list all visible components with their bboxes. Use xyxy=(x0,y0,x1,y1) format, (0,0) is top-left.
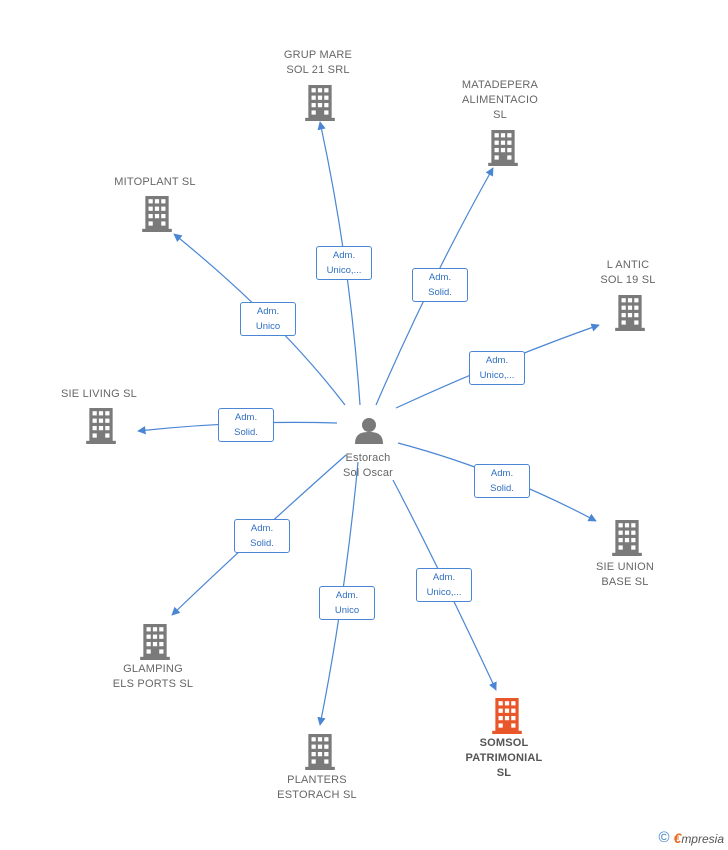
company-label-somsol[interactable]: SOMSOL PATRIMONIAL SL xyxy=(465,737,543,779)
building-icon-glamping[interactable] xyxy=(140,624,170,660)
role-badge-sie-union[interactable]: Adm. Solid. xyxy=(474,464,530,498)
company-label-sie-living[interactable]: SIE LIVING SL xyxy=(61,388,137,400)
company-label-sie-union[interactable]: SIE UNION BASE SL xyxy=(595,561,655,588)
footer-credit: © €mpresia xyxy=(658,829,724,846)
building-icon-sie-union[interactable] xyxy=(612,520,642,556)
role-badge-glamping[interactable]: Adm. Solid. xyxy=(234,519,290,553)
role-badge-somsol[interactable]: Adm. Unico,... xyxy=(416,568,472,602)
role-badge-matadepera[interactable]: Adm. Solid. xyxy=(412,268,468,302)
company-label-glamping[interactable]: GLAMPING ELS PORTS SL xyxy=(112,663,194,690)
building-icon-mitoplant[interactable] xyxy=(142,196,172,232)
role-badge-grup-mare[interactable]: Adm. Unico,... xyxy=(316,246,372,280)
role-badge-l-antic[interactable]: Adm. Unico,... xyxy=(469,351,525,385)
role-badge-planters[interactable]: Adm. Unico xyxy=(319,586,375,620)
company-label-l-antic[interactable]: L ANTIC SOL 19 SL xyxy=(600,259,656,286)
role-badge-mitoplant[interactable]: Adm. Unico xyxy=(240,302,296,336)
company-label-matadepera[interactable]: MATADEPERA ALIMENTACIO SL xyxy=(461,79,539,121)
building-icon-somsol[interactable] xyxy=(492,698,522,734)
copyright-icon: © xyxy=(658,829,670,846)
company-label-grup-mare[interactable]: GRUP MARE SOL 21 SRL xyxy=(283,49,353,76)
company-label-planters[interactable]: PLANTERS ESTORACH SL xyxy=(277,774,357,801)
building-icon-grup-mare[interactable] xyxy=(305,85,335,121)
role-badge-sie-living[interactable]: Adm. Solid. xyxy=(218,408,274,442)
center-person-name[interactable]: Estorach Sol Oscar xyxy=(342,452,394,479)
company-label-mitoplant[interactable]: MITOPLANT SL xyxy=(114,176,196,188)
building-icon-matadepera[interactable] xyxy=(488,130,518,166)
person-icon[interactable] xyxy=(355,418,383,444)
building-icon-planters[interactable] xyxy=(305,734,335,770)
building-icon-l-antic[interactable] xyxy=(615,295,645,331)
brand-logo[interactable]: €mpresia xyxy=(673,829,724,846)
building-icon-sie-living[interactable] xyxy=(86,408,116,444)
